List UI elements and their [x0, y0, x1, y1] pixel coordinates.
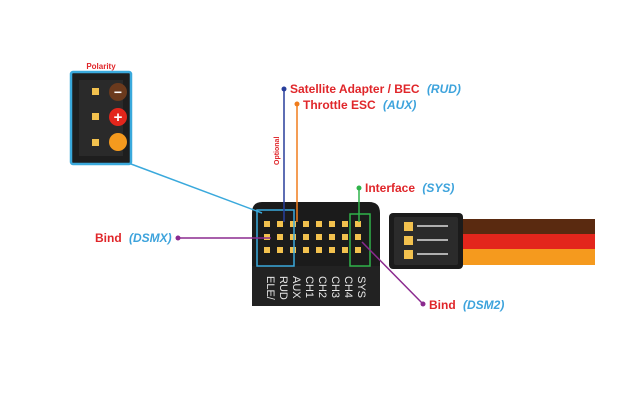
header-pin [277, 234, 283, 240]
satellite-leader-dot [281, 86, 287, 92]
channel-label-ch4: CH4 [342, 276, 354, 298]
satellite-label-main: Satellite Adapter / BEC [290, 82, 420, 96]
header-pin [342, 234, 348, 240]
channel-label-aux: AUX [290, 276, 302, 299]
receiver-body: ELE/ RUD AUX CH1 CH2 CH3 CH4 SYS [252, 202, 380, 306]
channel-label-ch3: CH3 [329, 276, 341, 298]
polarity-pin [92, 113, 99, 120]
negative-polarity-icon [109, 83, 127, 101]
header-pin [355, 234, 361, 240]
throttle-label-main: Throttle ESC [303, 98, 376, 112]
header-pin [316, 234, 322, 240]
leader-lines [130, 86, 426, 307]
satellite-label-paren: (RUD) [427, 82, 461, 96]
header-pin [277, 247, 283, 253]
polarity-inset: Polarity − + [69, 62, 133, 166]
header-pin [290, 234, 296, 240]
servo-lead [389, 213, 595, 269]
header-pin [329, 221, 335, 227]
header-pin [264, 234, 270, 240]
positive-symbol: + [114, 109, 123, 126]
throttle-label: Throttle ESC (AUX) [303, 98, 416, 112]
interface-label: Interface (SYS) [365, 181, 454, 195]
polarity-pin [92, 139, 99, 146]
connector-pin [404, 236, 413, 245]
polarity-title: Polarity [86, 62, 116, 71]
interface-label-paren: (SYS) [422, 181, 454, 195]
header-pin [329, 234, 335, 240]
throttle-label-paren: (AUX) [383, 98, 416, 112]
interface-leader-dot [356, 185, 362, 191]
pin-header-grid [264, 221, 361, 253]
polarity-leader-line [130, 163, 263, 214]
connector-face [394, 217, 458, 265]
channel-label-rud: RUD [277, 276, 289, 300]
receiver-label-strip [252, 266, 380, 306]
header-pin [316, 221, 322, 227]
header-pin [277, 221, 283, 227]
header-pin [355, 247, 361, 253]
header-pin [290, 221, 296, 227]
negative-symbol: − [114, 84, 122, 100]
bind-dsm2-label: Bind (DSM2) [429, 298, 504, 312]
wire-orange [455, 249, 595, 265]
bind-dsmx-label-paren: (DSMX) [129, 231, 172, 245]
bind-dsm2-label-paren: (DSM2) [463, 298, 504, 312]
channel-label-sys: SYS [355, 276, 367, 298]
header-pin [303, 221, 309, 227]
header-pin [355, 221, 361, 227]
wire-red [455, 234, 595, 249]
header-pin [329, 247, 335, 253]
header-pin [264, 221, 270, 227]
header-pin [342, 247, 348, 253]
bind-dsmx-label-main: Bind [95, 231, 122, 245]
bind-dsm2-label-main: Bind [429, 298, 456, 312]
bind-dsm2-leader-dot [420, 301, 426, 307]
header-pin [290, 247, 296, 253]
satellite-label: Satellite Adapter / BEC (RUD) [290, 82, 461, 96]
header-pin [264, 247, 270, 253]
header-pin [303, 234, 309, 240]
callout-labels: Satellite Adapter / BEC (RUD) Throttle E… [95, 82, 504, 312]
connector-pin [404, 222, 413, 231]
bind-dsmx-label: Bind (DSMX) [95, 231, 172, 245]
header-pin [316, 247, 322, 253]
channel-label-ele: ELE/ [264, 276, 276, 301]
throttle-leader-dot [294, 101, 300, 107]
bind-dsm2-leader-line [361, 241, 424, 305]
bind-dsmx-leader-dot [175, 235, 181, 241]
connector-pin [404, 250, 413, 259]
positive-polarity-icon [109, 108, 127, 126]
channel-label-ch2: CH2 [316, 276, 328, 298]
signal-polarity-icon [109, 133, 127, 151]
header-pin [303, 247, 309, 253]
optional-label: Optional [274, 137, 281, 165]
channel-label-ch1: CH1 [303, 276, 315, 298]
wire-brown [455, 219, 595, 234]
interface-label-main: Interface [365, 181, 415, 195]
channel-labels: ELE/ RUD AUX CH1 CH2 CH3 CH4 SYS [264, 276, 367, 301]
sys-port-highlight [349, 213, 371, 267]
polarity-pin [92, 88, 99, 95]
header-pin [342, 221, 348, 227]
